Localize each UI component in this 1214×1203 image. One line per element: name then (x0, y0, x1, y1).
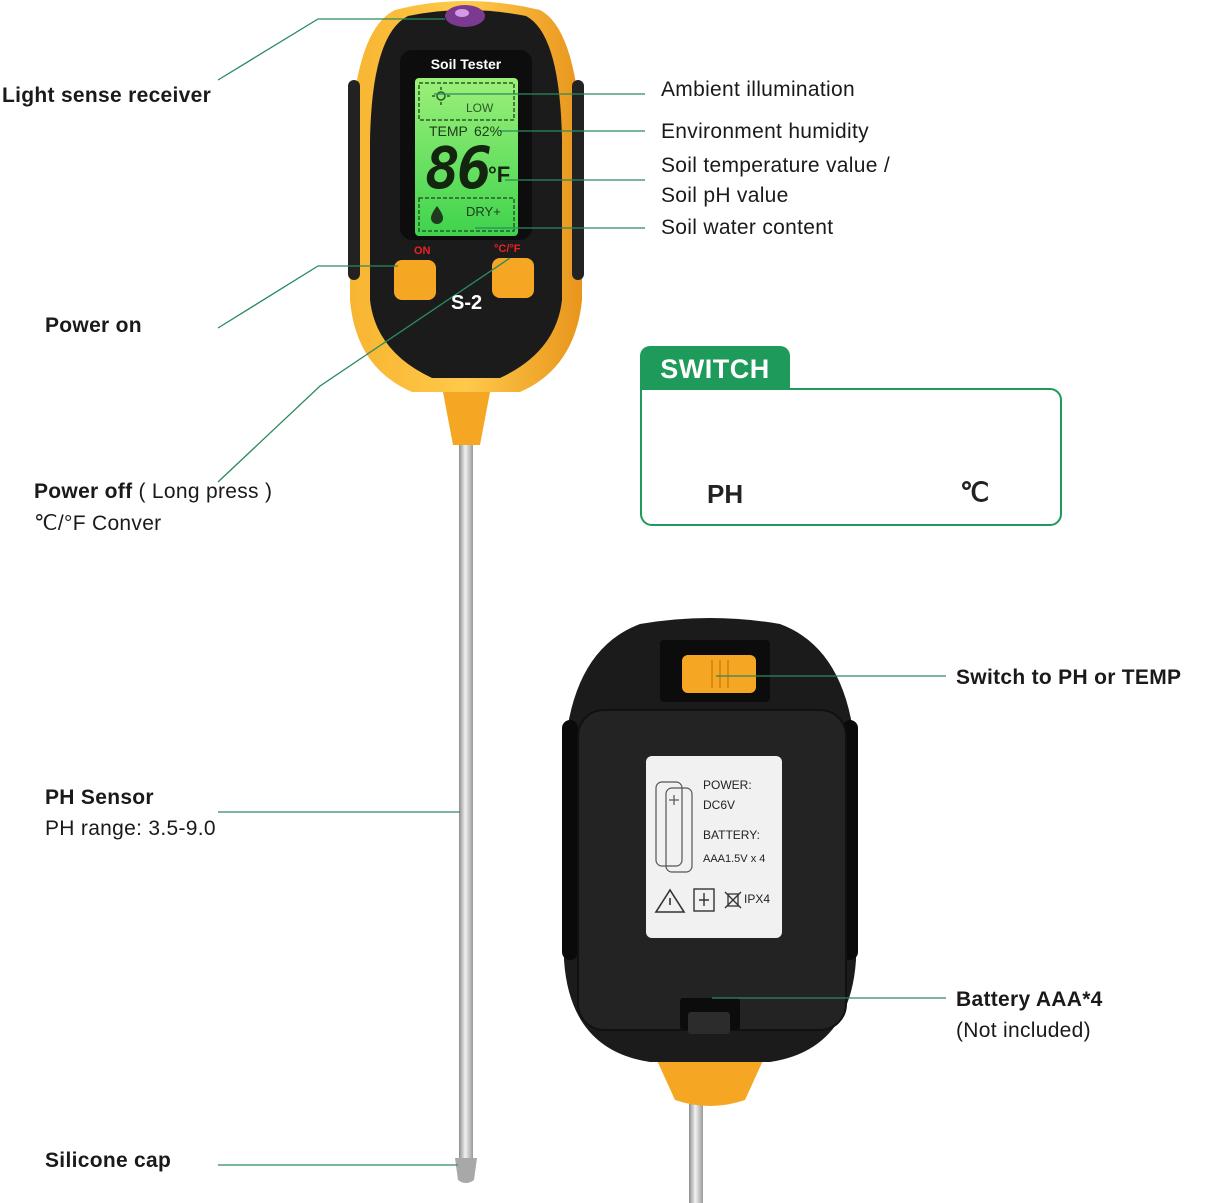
warning-icon (654, 888, 686, 913)
label-power-off-rest: ( Long press ) (132, 480, 273, 503)
label-humidity: Environment humidity (661, 120, 869, 143)
button-on-label: ON (414, 245, 431, 257)
sticker-battery: BATTERY: (703, 828, 760, 842)
lcd-temp: TEMP (429, 123, 468, 139)
switch-panel (640, 388, 1062, 526)
spec-sticker (646, 756, 782, 938)
label-light-sense: Light sense receiver (2, 84, 212, 107)
front-device (348, 1, 584, 1183)
label-ph-sensor: PH Sensor (45, 786, 154, 809)
sticker-battery-value: AAA1.5V x 4 (703, 853, 766, 865)
label-ambient: Ambient illumination (661, 78, 855, 101)
lcd-humidity: 62% (474, 123, 503, 139)
manual-icon (693, 888, 715, 912)
screen-title: Soil Tester (430, 56, 502, 72)
label-soil-water: Soil water content (661, 216, 834, 239)
leader-lines (217, 18, 946, 1166)
sticker-rating: IPX4 (744, 892, 771, 906)
lcd-unit: °F (488, 162, 511, 187)
silicone-cap (455, 1158, 477, 1183)
switch-right-label: ℃ (960, 477, 990, 507)
label-ph-range: PH range: 3.5-9.0 (45, 817, 216, 840)
label-power-off: Power off ( Long press ) (34, 480, 272, 504)
label-conver: ℃/°F Conver (34, 512, 162, 535)
label-switch-ph-temp: Switch to PH or TEMP (956, 666, 1182, 689)
ph-probe (459, 445, 473, 1165)
water-drop-icon (431, 206, 443, 224)
switch-left-label: PH (707, 479, 744, 509)
lcd-low: LOW (466, 101, 494, 115)
label-soil-ph: Soil pH value (661, 184, 789, 207)
back-device (562, 618, 858, 1203)
label-power-on: Power on (45, 314, 142, 337)
unit-button[interactable] (492, 258, 534, 298)
sun-icon (432, 87, 450, 105)
probe-collar (443, 392, 490, 445)
label-not-included: (Not included) (956, 1019, 1091, 1042)
lcd-dry: DRY+ (466, 204, 501, 219)
label-power-off-bold: Power off (34, 480, 133, 503)
button-unit-label: °C/°F (494, 243, 521, 255)
model-label: S-2 (451, 292, 483, 314)
lcd-screen (415, 78, 518, 236)
recycle-bin-icon (724, 891, 742, 909)
label-battery: Battery AAA*4 (956, 988, 1103, 1011)
switch-panel-title: SWITCH (640, 346, 790, 390)
sticker-power: POWER: (703, 778, 752, 792)
battery-icon (655, 781, 693, 873)
sticker-power-value: DC6V (703, 798, 736, 812)
power-button[interactable] (394, 260, 436, 300)
label-silicone-cap: Silicone cap (45, 1149, 172, 1172)
lcd-value: 86 (425, 134, 492, 202)
label-soil-temp: Soil temperature value / (661, 154, 890, 177)
